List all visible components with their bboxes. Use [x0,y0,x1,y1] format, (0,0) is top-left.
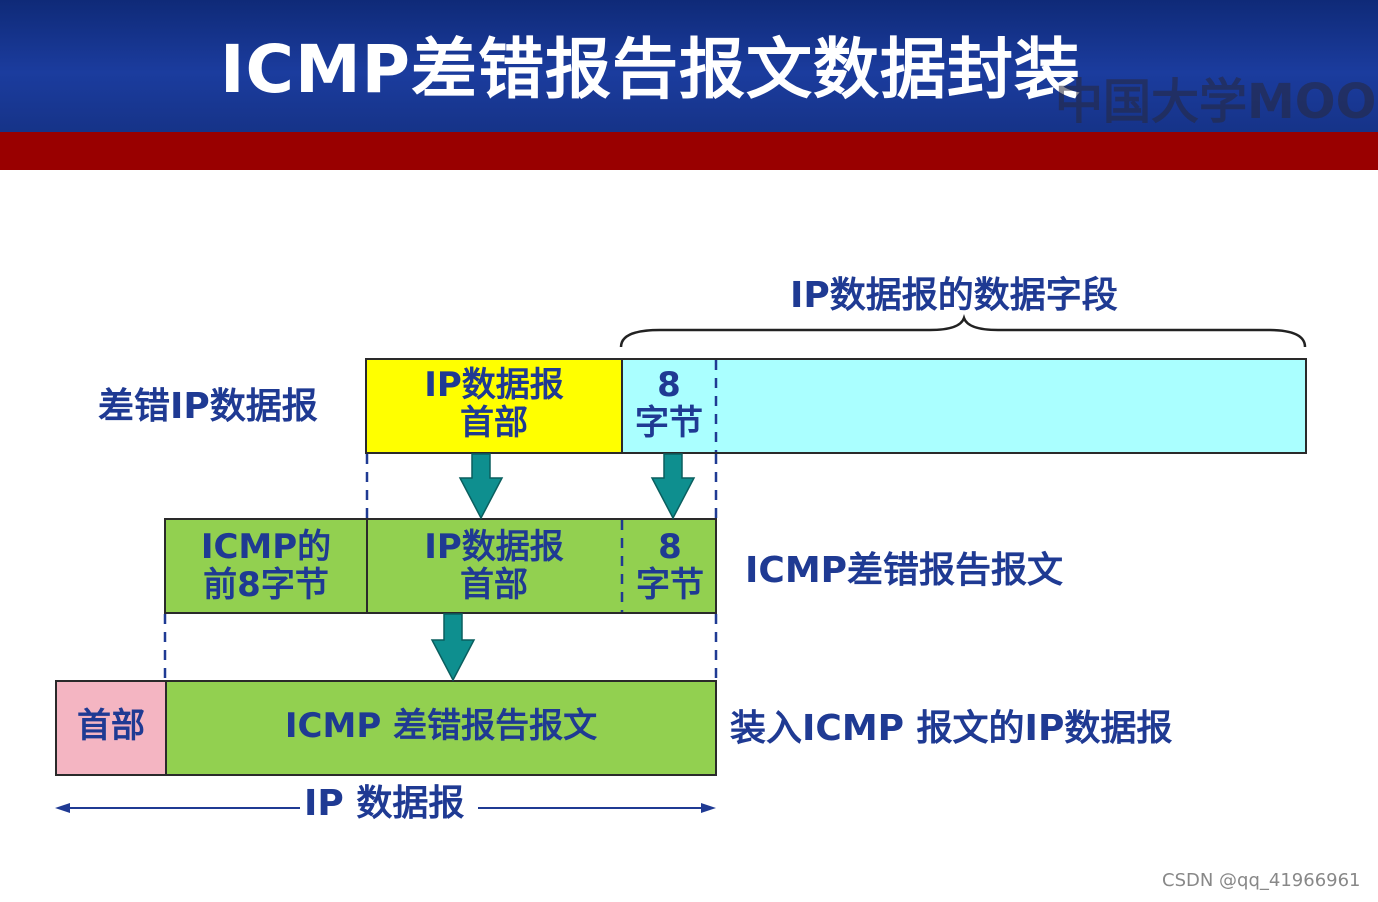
span-label: IP 数据报 [300,782,469,826]
row2-header-text-1: IP数据报 [424,527,564,567]
title-stripe [0,132,1378,170]
row1-header-text-1: IP数据报 [424,365,564,405]
row3-icmp-text: ICMP 差错报告报文 [284,706,598,746]
row3-label: 装入ICMP 报文的IP数据报 [730,708,1173,749]
row3-header-box [55,680,167,776]
row2-first-text-1: ICMP的 [200,527,332,567]
arrow-header-down [458,453,504,520]
row3-header-text: 首部 [77,706,145,746]
row2-bytes-text-2: 字节 [636,565,704,605]
row1-bytes-text-2: 字节 [635,403,703,443]
row3-icmp-box [165,680,717,776]
csdn-watermark: CSDN @qq_41966961 [1162,870,1361,891]
page-title: ICMP差错报告报文数据封装 [220,31,1082,108]
span-arrowhead-right [701,803,716,813]
arrow-icmp-down [430,613,476,682]
span-arrowhead-left [55,803,70,813]
row1-label: 差错IP数据报 [98,386,318,427]
row2-data-box [366,518,717,614]
row2-first-text-2: 前8字节 [203,565,329,605]
watermark-logo: 中国大学MOOC [1055,74,1378,130]
row2-header-text-2: 首部 [460,565,528,605]
row1-header-text-2: 首部 [460,403,528,443]
title-bar [0,0,1378,132]
row1-header-box [365,358,623,454]
brace-label: IP数据报的数据字段 [790,275,1118,316]
row1-bytes-text-1: 8 [657,365,681,405]
brace [619,314,1307,348]
arrow-bytes-down [650,453,696,520]
row2-label: ICMP差错报告报文 [745,550,1064,591]
row1-data-box [621,358,1307,454]
row2-bytes-text-1: 8 [658,527,682,567]
